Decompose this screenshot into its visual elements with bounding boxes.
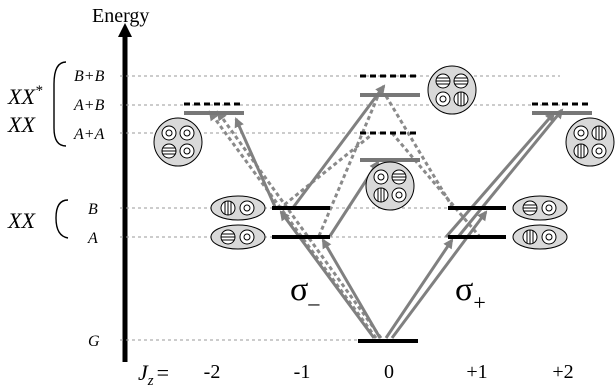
jz-tick-0: 0 xyxy=(384,361,394,383)
level-label-a-plus-a: A+A xyxy=(73,126,105,143)
biexciton-bubble-0-upper xyxy=(427,65,477,115)
level-label-g: G xyxy=(88,333,100,350)
dotted-transitions xyxy=(208,95,482,339)
jz-tick-plus2: +2 xyxy=(552,361,573,383)
biexciton-bubble-plus2 xyxy=(565,117,615,167)
level-label-a-plus-b: A+B xyxy=(73,97,105,114)
exciton-bubble-b-plus1 xyxy=(512,195,568,221)
sigma-plus-label: σ+ xyxy=(455,271,486,315)
biexciton-levels-minus2 xyxy=(184,102,244,115)
xx-star-label: XX* xyxy=(7,83,43,109)
exciton-bubble-b-minus1 xyxy=(210,195,266,221)
biexciton-bubble-minus2 xyxy=(153,117,203,167)
xx-second-label: XX xyxy=(7,112,36,137)
jz-tick-minus2: -2 xyxy=(204,361,221,383)
level-label-b-plus-b: B+B xyxy=(74,68,105,85)
biexciton-bubble-0-lower xyxy=(365,161,415,211)
upper-bracket xyxy=(53,61,67,147)
exciton-bubble-a-minus1 xyxy=(210,224,266,250)
biexciton-levels-0-upper xyxy=(360,74,420,97)
jz-tick-minus1: -1 xyxy=(294,361,311,383)
solid-transitions xyxy=(234,84,564,339)
biexciton-levels-plus2 xyxy=(532,102,592,115)
energy-axis-title: Energy xyxy=(92,5,149,27)
level-label-b: B xyxy=(88,201,98,218)
lower-bracket xyxy=(55,199,69,239)
biexciton-levels-0-lower xyxy=(360,131,420,162)
xx-lower-label: XX xyxy=(7,208,36,233)
exciton-bubble-a-plus1 xyxy=(512,224,568,250)
jz-label: Jz= xyxy=(138,360,169,386)
level-label-a: A xyxy=(87,230,98,247)
jz-tick-plus1: +1 xyxy=(466,361,487,383)
sigma-minus-label: σ– xyxy=(290,271,320,315)
